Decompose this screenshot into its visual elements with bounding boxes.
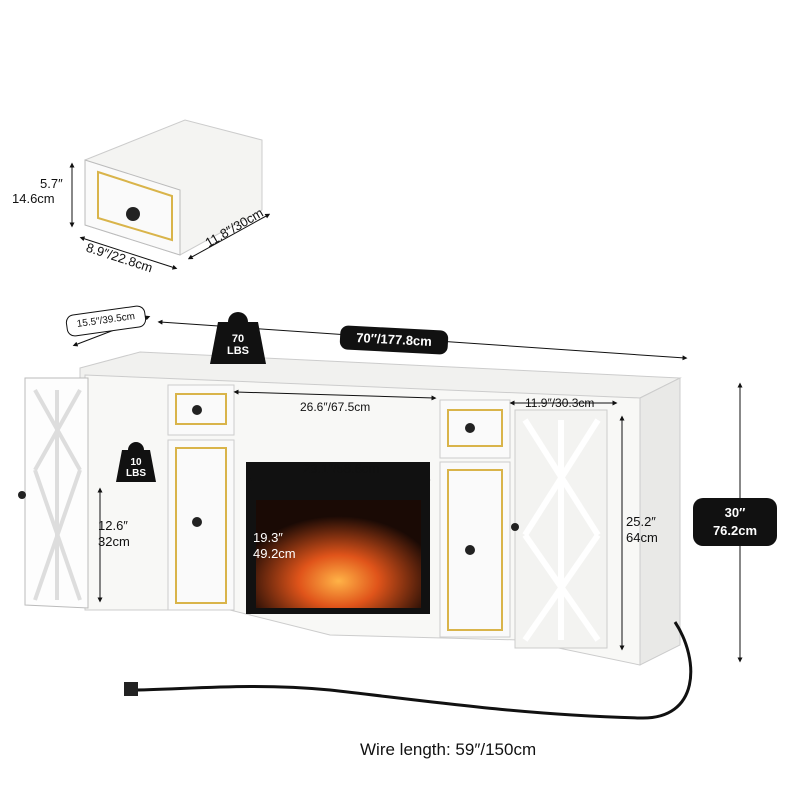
shelf-height-cm: 32cm — [98, 534, 130, 549]
fireplace-width-label: 23.1″/58.6cm — [303, 461, 380, 476]
drawer-height-cm: 14.6cm — [12, 191, 55, 206]
stand-body — [18, 351, 693, 720]
shelf-height-in: 12.6″ — [98, 518, 128, 533]
total-height-in: 30″ — [724, 505, 746, 520]
opening-width-label: 26.6″/67.5cm — [300, 400, 371, 414]
weight-unit: LBS — [126, 468, 146, 479]
weight-value: 70 — [231, 333, 245, 345]
total-height-cm: 76.2cm — [712, 523, 758, 538]
weight-icon-70 — [210, 312, 266, 364]
total-height-label: 30″ 76.2cm — [693, 498, 777, 546]
drawer-illustration — [69, 119, 271, 270]
fireplace-height-in: 19.3″ — [253, 530, 283, 545]
weight-unit: LBS — [227, 345, 249, 357]
weight-icon-10 — [116, 442, 156, 482]
cabinet-height-in: 25.2″ — [626, 514, 656, 529]
drawer-height-in: 5.7″ — [40, 176, 63, 191]
cabinet-height-cm: 64cm — [626, 530, 658, 545]
weight-value: 10 — [130, 457, 142, 468]
side-depth-label: 11.9″/30.3cm — [525, 396, 595, 410]
fireplace-height-cm: 49.2cm — [253, 546, 296, 561]
wire-length-label: Wire length: 59″/150cm — [360, 740, 537, 759]
